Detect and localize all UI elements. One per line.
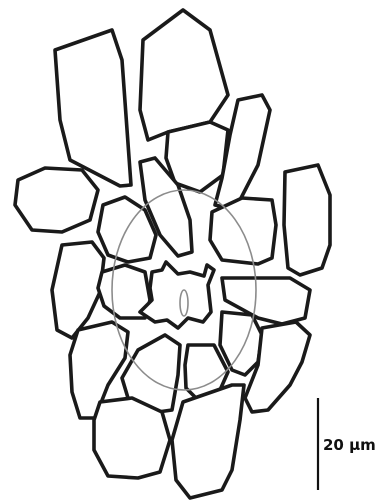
epidermal-cell: [55, 30, 131, 186]
epidermal-cell: [52, 242, 104, 338]
epidermal-cell: [15, 168, 98, 232]
epidermal-cell: [94, 398, 170, 478]
epidermal-cell: [140, 10, 228, 140]
stomatal-pore: [140, 262, 214, 328]
scale-bar-label: 20 µm: [323, 436, 376, 454]
epidermal-cell: [172, 385, 244, 498]
scale-bar: 20 µm: [318, 398, 376, 490]
epidermal-cell: [284, 165, 330, 275]
